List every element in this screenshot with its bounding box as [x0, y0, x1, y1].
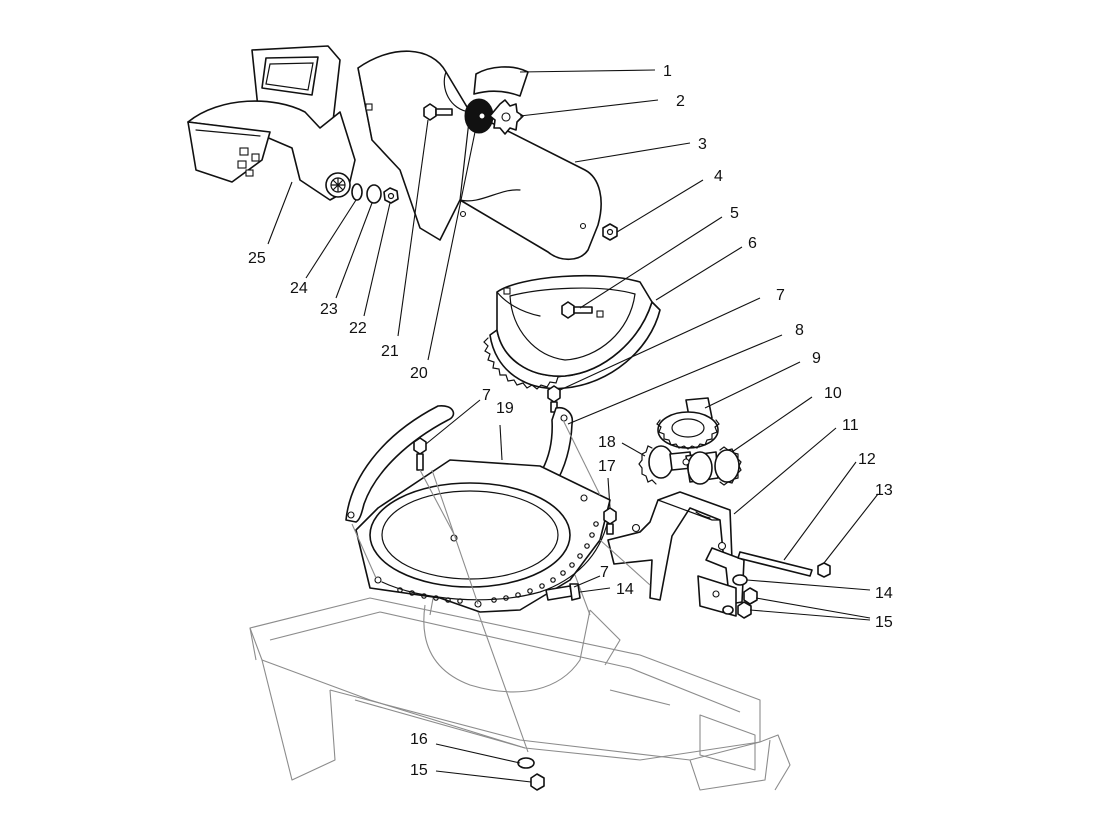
callout-7-lower: 7 — [600, 564, 609, 581]
callout-16: 16 — [410, 731, 428, 748]
callout-22: 22 — [349, 320, 367, 337]
bolt-7-left — [413, 437, 427, 471]
nut-15-right — [722, 587, 758, 619]
bolt-5 — [561, 301, 593, 319]
callout-1: 1 — [663, 63, 672, 80]
rod-12 — [737, 551, 813, 577]
callout-14-lower: 14 — [616, 581, 634, 598]
nut-4 — [602, 223, 618, 241]
washer-16 — [517, 757, 535, 769]
callout-12: 12 — [858, 451, 876, 468]
bolt-7-lower — [545, 583, 581, 601]
callout-21: 21 — [381, 343, 399, 360]
bolt-21 — [423, 103, 453, 121]
callout-11: 11 — [842, 417, 859, 434]
washer-23 — [366, 184, 382, 204]
callout-4: 4 — [714, 168, 723, 185]
callout-15-right: 15 — [875, 614, 893, 631]
callout-25: 25 — [248, 250, 266, 267]
callout-7-top: 7 — [776, 287, 785, 304]
callout-7-left: 7 — [482, 387, 491, 404]
arc-strap-left — [345, 405, 455, 523]
chute-ring-gear — [483, 274, 661, 390]
alignment-lines — [351, 419, 651, 753]
callout-3: 3 — [698, 136, 707, 153]
callout-15-bottom: 15 — [410, 762, 428, 779]
callout-13: 13 — [875, 482, 893, 499]
plate-1 — [473, 66, 529, 97]
callout-9: 9 — [812, 350, 821, 367]
gear-9 — [656, 397, 720, 450]
callout-17: 17 — [598, 458, 616, 475]
bolt-7-upper — [547, 385, 561, 413]
callout-24: 24 — [290, 280, 308, 297]
nut-15-bottom — [530, 773, 545, 791]
callout-14-right: 14 — [875, 585, 893, 602]
gear-10 — [682, 446, 742, 486]
callout-labels: 1 2 3 4 5 6 7 8 9 10 11 12 13 14 15 7 19… — [248, 63, 893, 779]
callout-6: 6 — [748, 235, 757, 252]
callout-18: 18 — [598, 434, 616, 451]
nut-22 — [383, 187, 399, 204]
callout-20: 20 — [410, 365, 428, 382]
gear-18 — [638, 445, 693, 485]
washer-14-right — [732, 574, 748, 586]
callout-2: 2 — [676, 93, 685, 110]
callout-8: 8 — [795, 322, 804, 339]
callout-5: 5 — [730, 205, 739, 222]
callout-23: 23 — [320, 301, 338, 318]
chute-base-19 — [355, 459, 611, 613]
callout-10: 10 — [824, 385, 842, 402]
callout-19: 19 — [496, 400, 514, 417]
grommet-20 — [464, 98, 494, 134]
auger-housing — [249, 559, 791, 791]
leader-lines — [267, 69, 879, 783]
sprocket-2 — [489, 99, 524, 135]
deflector-assembly — [187, 45, 356, 201]
washer-24 — [351, 183, 363, 201]
nut-13 — [817, 562, 831, 578]
